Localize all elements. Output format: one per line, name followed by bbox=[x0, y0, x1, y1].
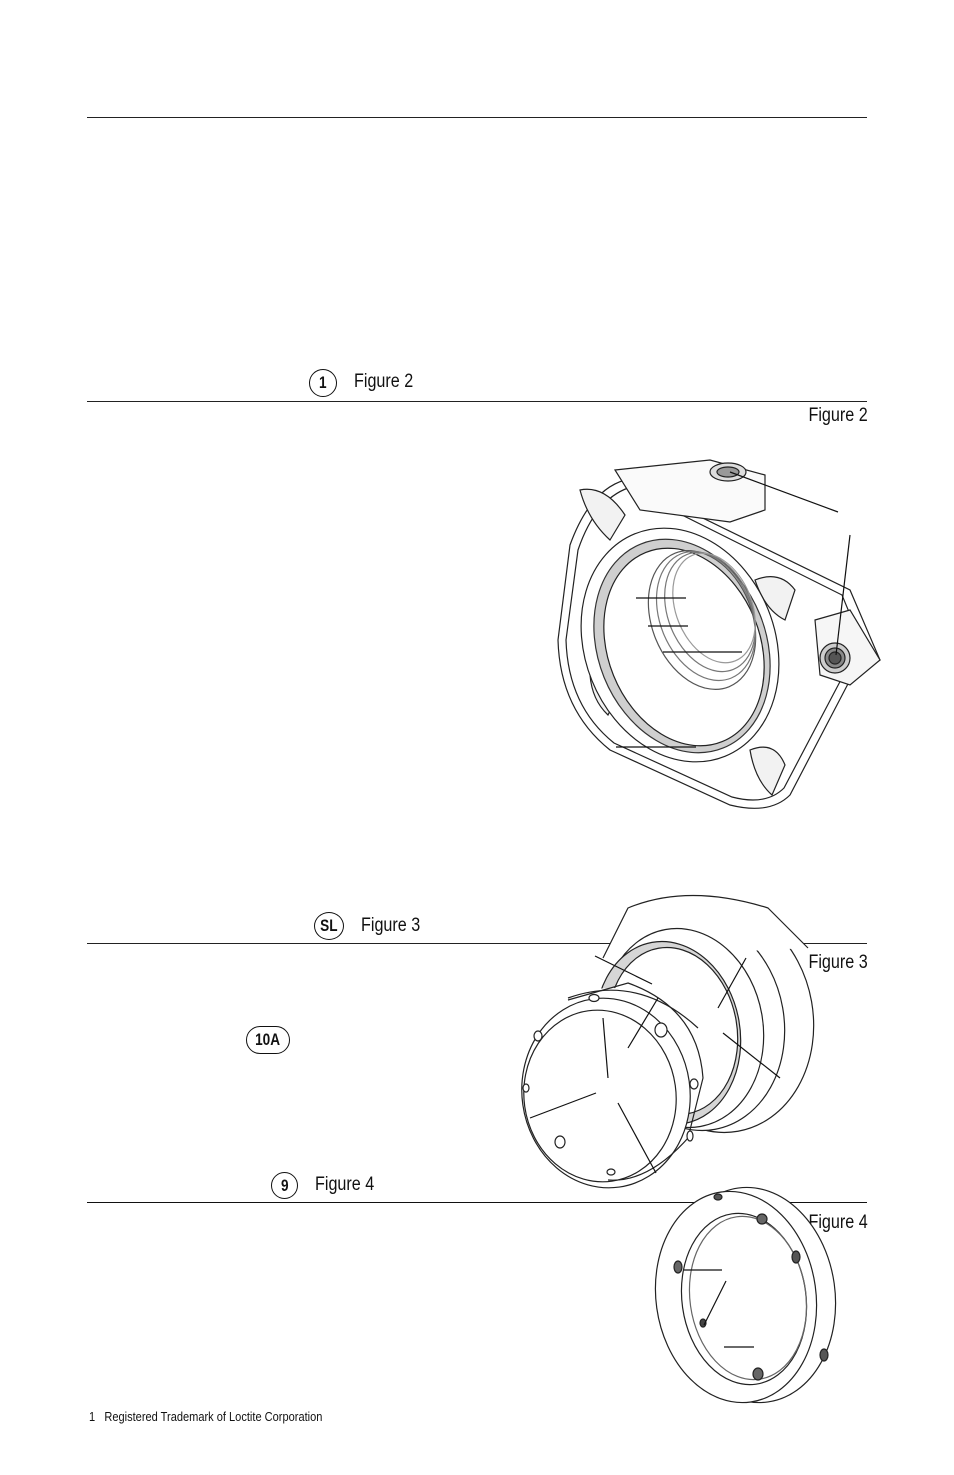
footnote-number: 1 bbox=[89, 1409, 96, 1424]
section-rule-1 bbox=[87, 401, 867, 402]
section-rule-3 bbox=[87, 1202, 867, 1203]
step-sl-badge: SL bbox=[314, 912, 344, 940]
section-rule-2 bbox=[87, 943, 867, 944]
figure-2-reference: Figure 2 bbox=[354, 371, 414, 392]
figure-2-gland-drawing bbox=[550, 450, 890, 820]
figure-4-label: Figure 4 bbox=[808, 1212, 868, 1233]
step-9-badge: 9 bbox=[271, 1172, 298, 1199]
figure-3-sleeve-drawing bbox=[508, 888, 818, 1188]
footnote: 1 Registered Trademark of Loctite Corpor… bbox=[89, 1409, 322, 1424]
figure-3-reference: Figure 3 bbox=[361, 915, 421, 936]
step-1-badge: 1 bbox=[309, 369, 337, 397]
figure-2-label: Figure 2 bbox=[808, 405, 868, 426]
figure-3-label: Figure 3 bbox=[808, 952, 868, 973]
figure-4-collar-drawing bbox=[648, 1185, 843, 1410]
top-rule bbox=[87, 117, 867, 118]
figure-4-reference: Figure 4 bbox=[315, 1174, 375, 1195]
step-10a-badge: 10A bbox=[246, 1026, 290, 1054]
footnote-text: Registered Trademark of Loctite Corporat… bbox=[104, 1409, 323, 1424]
